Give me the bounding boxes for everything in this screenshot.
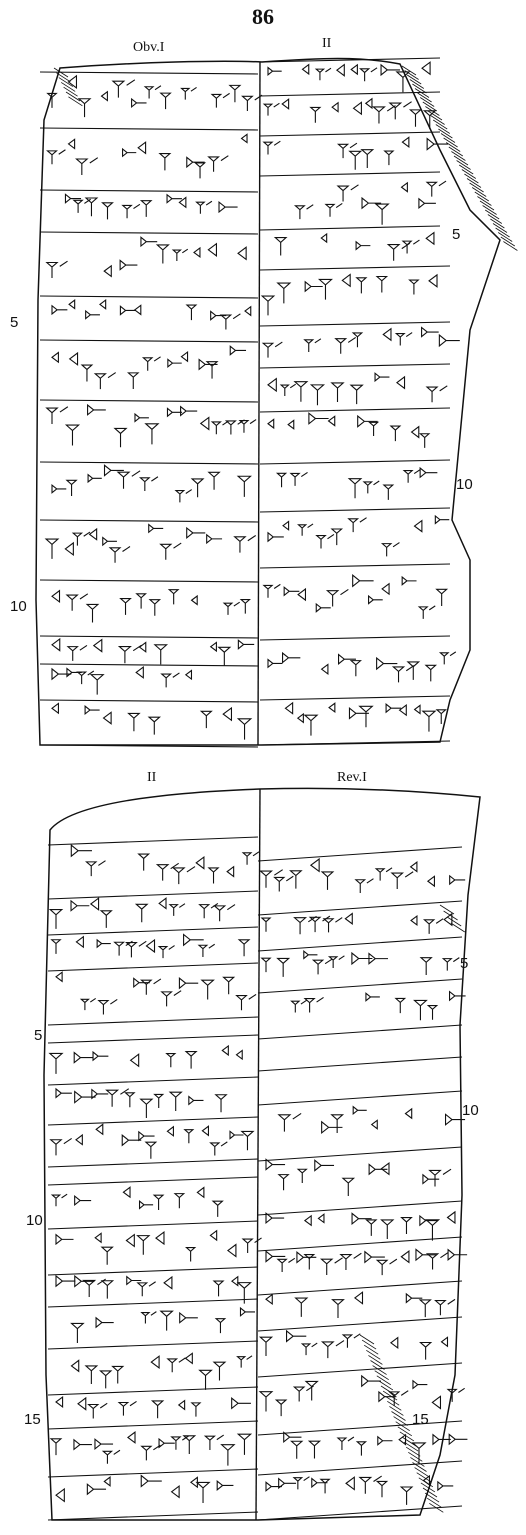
column-divider-lower xyxy=(255,788,261,1521)
cuneiform-signs-upper xyxy=(44,61,460,740)
cuneiform-signs-lower xyxy=(48,844,468,1505)
line-rulings-lower xyxy=(47,836,463,1521)
line-number-obverse-1-5: 5 xyxy=(10,314,19,331)
tablet-outline-lower xyxy=(43,787,481,1521)
column-label-obverse-1: Obv.I xyxy=(133,40,165,55)
column-label-reverse-2: II xyxy=(147,770,157,785)
column-label-obverse-2: II xyxy=(322,36,332,51)
line-number-obverse-2-10: 10 xyxy=(456,476,473,493)
line-number-reverse-1-10: 10 xyxy=(462,1102,479,1119)
line-number-obverse-1-10: 10 xyxy=(10,598,27,615)
hatched-break-upper xyxy=(53,65,518,251)
plate-number: 86 xyxy=(252,4,274,29)
line-number-reverse-2-15: 15 xyxy=(24,1411,41,1428)
column-divider-upper xyxy=(257,61,261,746)
lower-tablet-drawing xyxy=(43,787,481,1521)
column-label-reverse-1: Rev.I xyxy=(337,770,367,785)
line-number-obverse-2-5: 5 xyxy=(452,226,461,243)
hatched-break-lower xyxy=(359,904,466,1513)
tablet-outline-upper xyxy=(35,57,501,746)
line-number-reverse-2-5: 5 xyxy=(34,1027,43,1044)
upper-tablet-drawing xyxy=(35,57,518,748)
line-number-reverse-2-10: 10 xyxy=(26,1212,43,1229)
line-rulings-upper xyxy=(39,57,451,748)
